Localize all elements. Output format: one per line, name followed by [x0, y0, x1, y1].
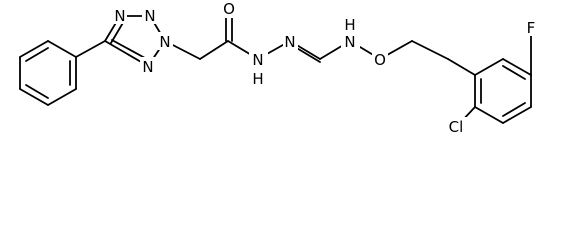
atom-label: Cl	[449, 118, 464, 136]
halophenyl-ring	[447, 34, 532, 124]
atom-label: F	[527, 19, 536, 37]
atom-label: N	[284, 33, 295, 51]
atom-label: N	[114, 7, 125, 25]
atom-n-imine: N	[283, 32, 298, 51]
phenyl-tetrazole-bond	[75, 40, 106, 58]
atom-nh-hydrazide: N H	[249, 51, 268, 90]
atom-label: N	[344, 33, 355, 51]
atom-n-tetrazole-substituted: N	[158, 32, 173, 51]
atom-label: O	[374, 51, 386, 69]
atom-n-tetrazole-lower: N	[140, 57, 155, 76]
atom-chlorine: Cl	[445, 117, 467, 136]
atom-fluorine: F	[524, 18, 538, 37]
atom-n-tetrazole-upper-left: N	[112, 6, 127, 25]
molecule-structure: N N N N O N H N H N O F Cl	[19, 0, 538, 136]
atom-label: N	[159, 33, 170, 51]
atom-label: N	[142, 58, 153, 76]
atom-label: O	[223, 0, 235, 18]
amidine-chain	[289, 40, 449, 63]
atom-o-ether: O	[372, 51, 388, 69]
phenyl-ring	[19, 40, 77, 106]
atom-nh-amine: H N	[341, 16, 360, 51]
atom-label: H	[252, 70, 263, 88]
atom-n-tetrazole-upper-right: N	[142, 6, 157, 25]
atom-label: N	[252, 51, 263, 69]
atom-label: N	[144, 7, 155, 25]
atom-label: H	[344, 16, 355, 34]
atom-o-carbonyl: O	[221, 0, 237, 18]
